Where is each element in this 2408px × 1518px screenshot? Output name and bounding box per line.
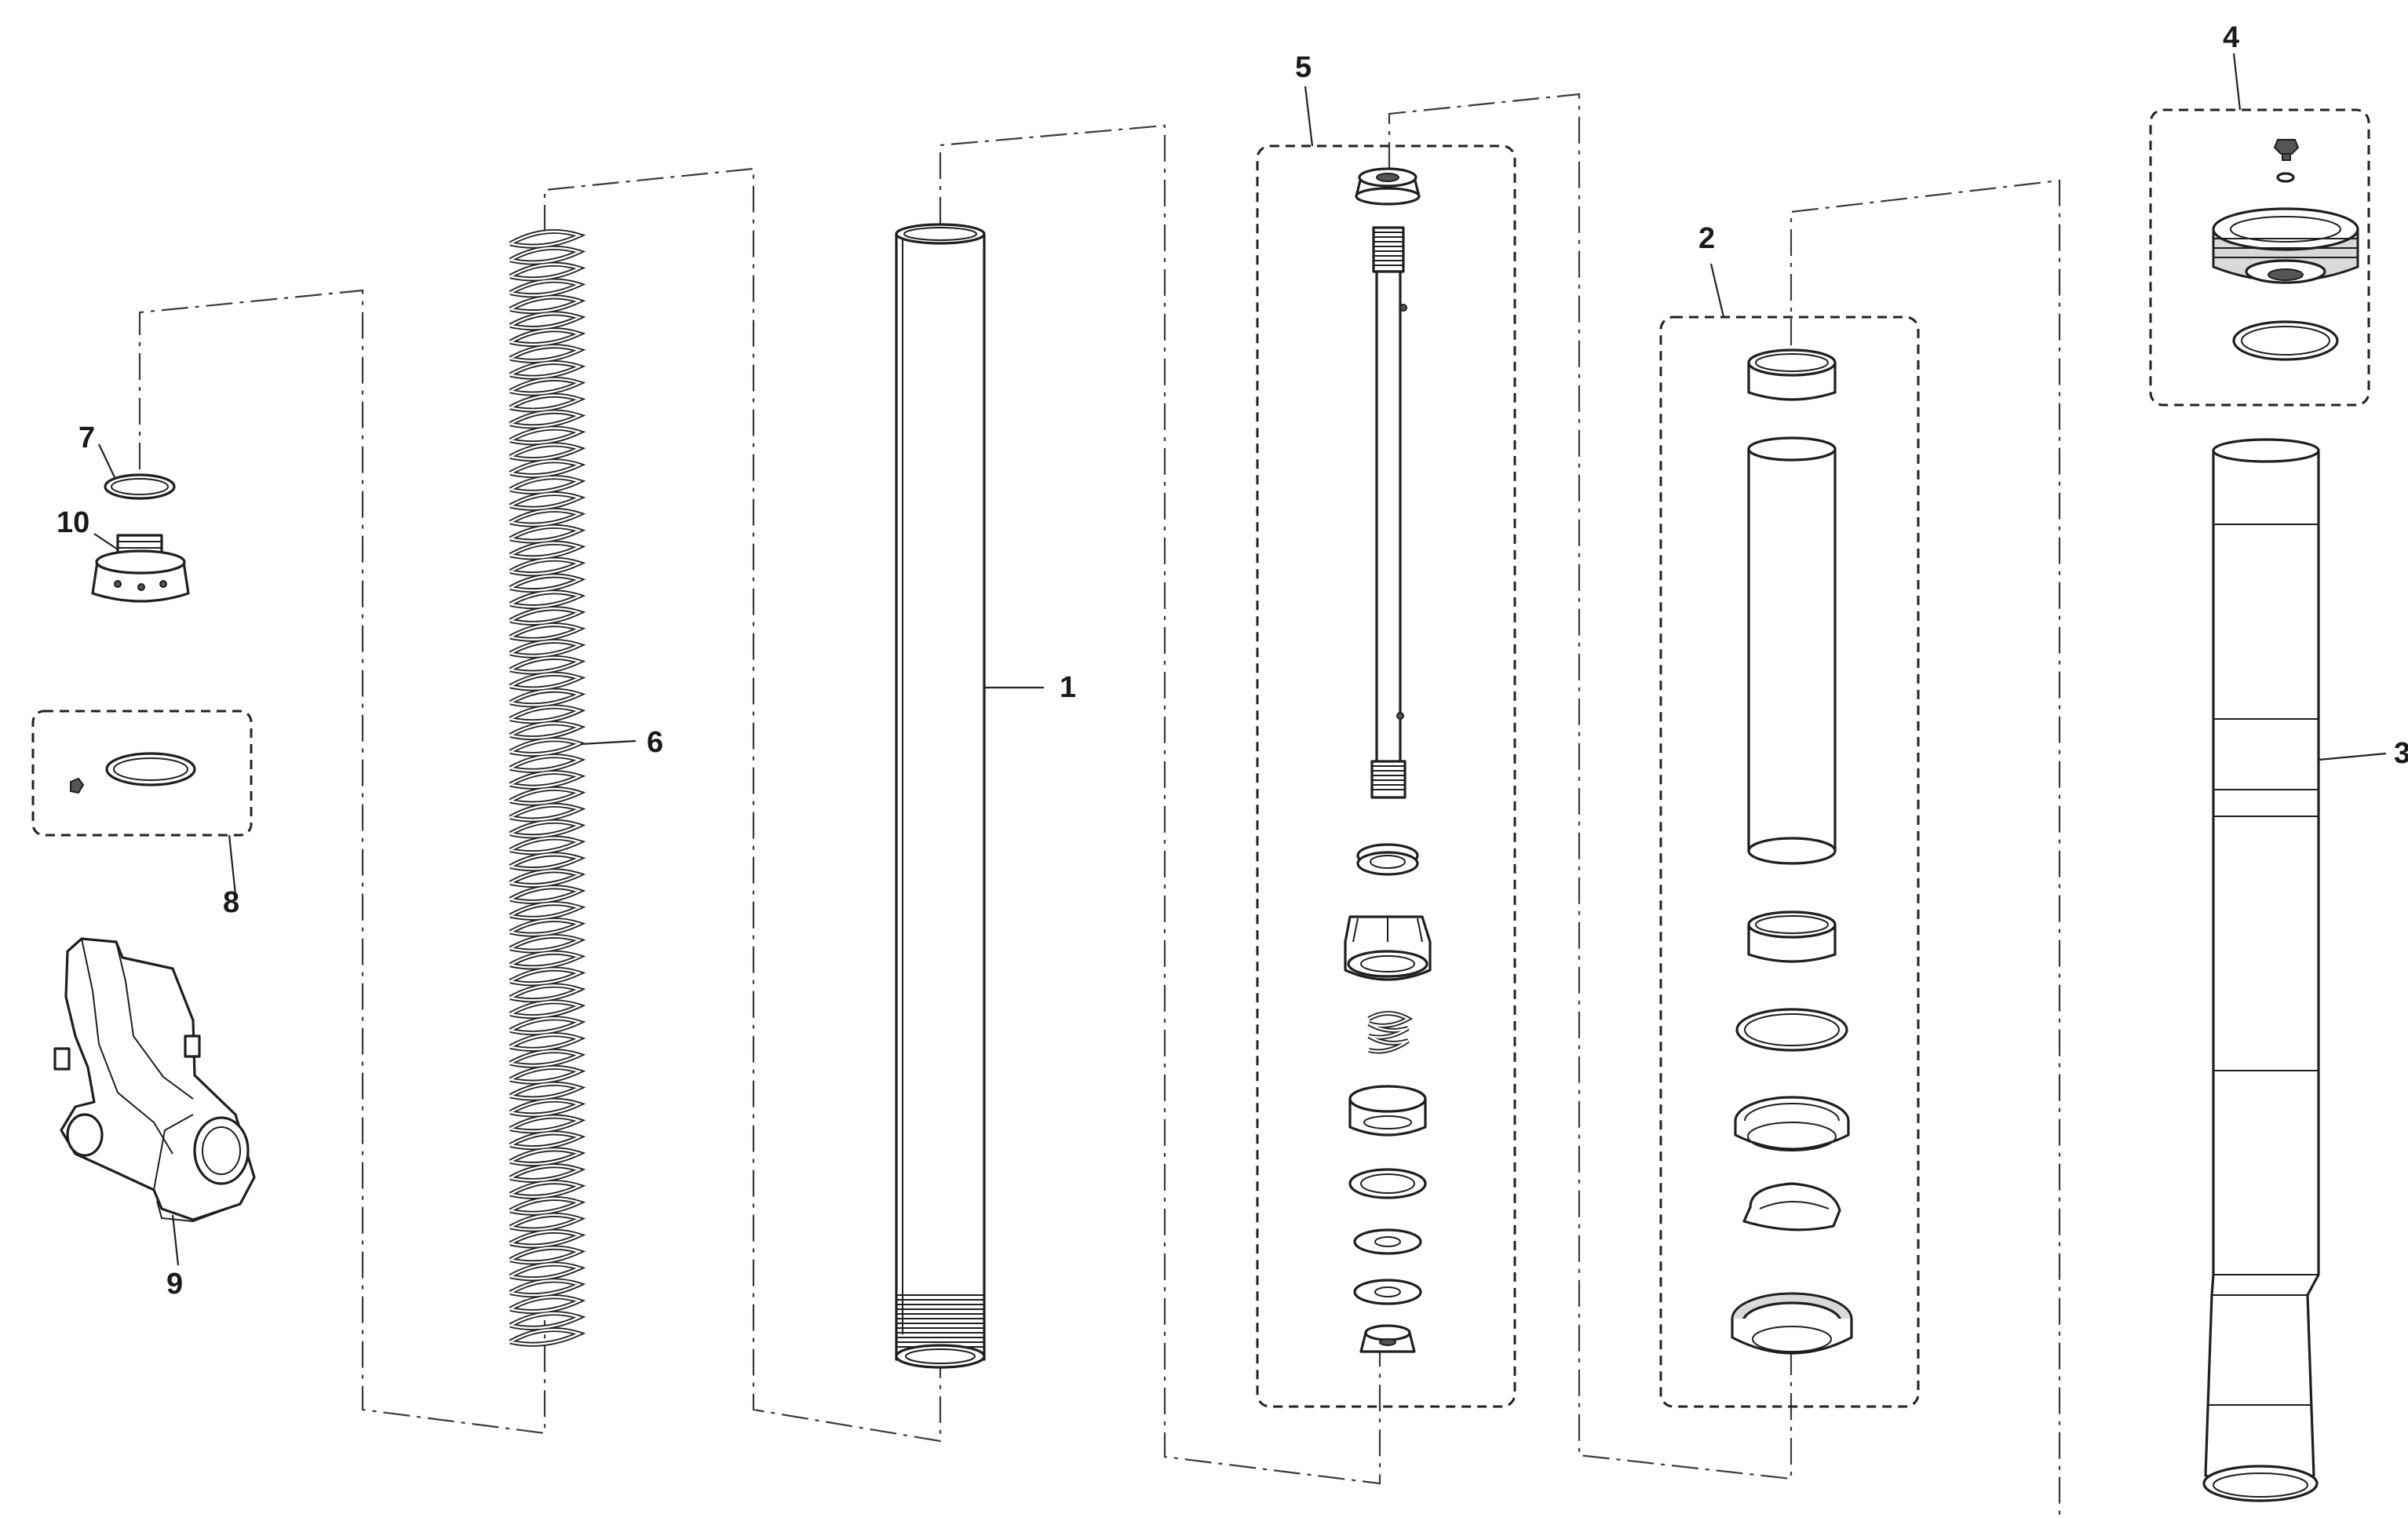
o-ring-part (104, 473, 176, 500)
leader-lines (93, 53, 2387, 1266)
outer-cartridge-parts (1731, 348, 1853, 1355)
callout-10: 10 (57, 506, 89, 539)
callout-2: 2 (1698, 222, 1715, 255)
callout-7: 7 (78, 421, 95, 454)
callout-8: 8 (223, 886, 239, 919)
screw-and-seal-part (70, 752, 196, 794)
group-box-4 (2149, 108, 2370, 407)
group-box-5 (1256, 144, 1516, 1408)
spring-coils-fill (509, 230, 582, 1345)
outer-tube-part (2202, 438, 2320, 1502)
damper-cartridge-parts (1344, 167, 1432, 1353)
alignment-lines (138, 93, 2061, 1518)
coil-spring-part (509, 228, 586, 1347)
threaded-plug-part (91, 534, 190, 603)
callout-1: 1 (1060, 671, 1076, 704)
axle-bracket-part (53, 937, 256, 1223)
callout-6: 6 (647, 726, 663, 759)
callout-5: 5 (1295, 51, 1312, 84)
group-box-8 (31, 710, 253, 837)
inner-tube-part (895, 223, 986, 1369)
top-cap-parts (2212, 139, 2359, 361)
callout-4: 4 (2223, 21, 2239, 54)
callout-9: 9 (166, 1268, 183, 1301)
spring-coils-outline (509, 228, 586, 1347)
group-box-2 (1659, 316, 1920, 1408)
callout-3: 3 (2394, 737, 2408, 770)
